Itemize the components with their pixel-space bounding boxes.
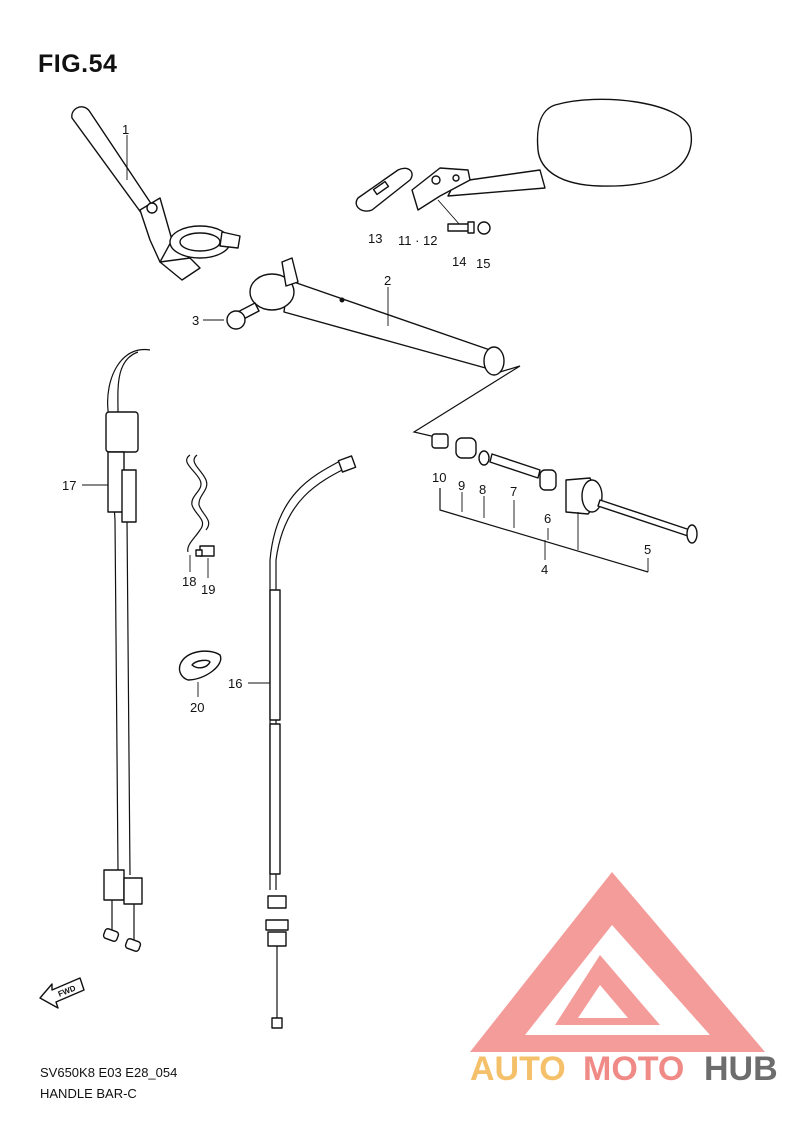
washer-part-8[interactable] [478, 450, 490, 466]
mirror-part[interactable] [411, 98, 692, 211]
callout-11-12: 11 · 12 [398, 233, 438, 248]
callout-9: 9 [458, 478, 465, 493]
rod-part-7[interactable] [489, 453, 541, 479]
callout-17: 17 [62, 478, 76, 493]
watermark-text-moto: MOTO [583, 1050, 684, 1088]
clutch-cable-part-16[interactable] [265, 455, 357, 1029]
callout-19: 19 [201, 582, 215, 597]
bolt-part-3[interactable] [226, 302, 260, 330]
model-code: SV650K8 E03 E28_054 [40, 1065, 178, 1080]
callout-15: 15 [476, 256, 490, 271]
bolt-part-5[interactable] [597, 499, 698, 544]
screw-part-19[interactable] [195, 545, 215, 557]
callout-6: 6 [544, 511, 551, 526]
callout-18: 18 [182, 574, 196, 589]
figure-title: FIG.54 [38, 50, 118, 78]
callout-1: 1 [122, 122, 129, 137]
forward-direction-marker: FWD [39, 977, 85, 1009]
callout-4: 4 [541, 562, 548, 577]
cap-part-15[interactable] [477, 221, 491, 235]
cable-clamp-part-18[interactable] [186, 454, 210, 553]
mirror-bracket-part[interactable] [355, 167, 413, 212]
watermark-text-auto: AUTO [470, 1050, 566, 1088]
guide-part-20[interactable] [178, 650, 222, 681]
watermark-text-hub: HUB [704, 1050, 778, 1088]
watermark-logo [470, 872, 765, 1052]
callout-14: 14 [452, 254, 466, 269]
callout-7: 7 [510, 484, 517, 499]
throttle-cable-part-17[interactable] [102, 349, 151, 953]
callout-20: 20 [190, 700, 204, 715]
cushion-part-6[interactable] [539, 469, 557, 491]
left-handlebar-part[interactable] [71, 106, 241, 281]
callout-5: 5 [644, 542, 651, 557]
screw-part-14[interactable] [447, 221, 475, 234]
callout-16: 16 [228, 676, 242, 691]
collar-part-10[interactable] [431, 433, 449, 449]
callout-8: 8 [479, 482, 486, 497]
callout-10: 10 [432, 470, 446, 485]
right-handlebar-part[interactable] [249, 257, 505, 376]
callout-2: 2 [384, 273, 391, 288]
spacer-part-9[interactable] [455, 437, 477, 459]
figure-name: HANDLE BAR-C [40, 1086, 137, 1101]
weight-part-4[interactable] [565, 477, 603, 515]
callout-3: 3 [192, 313, 199, 328]
callout-13: 13 [368, 231, 382, 246]
